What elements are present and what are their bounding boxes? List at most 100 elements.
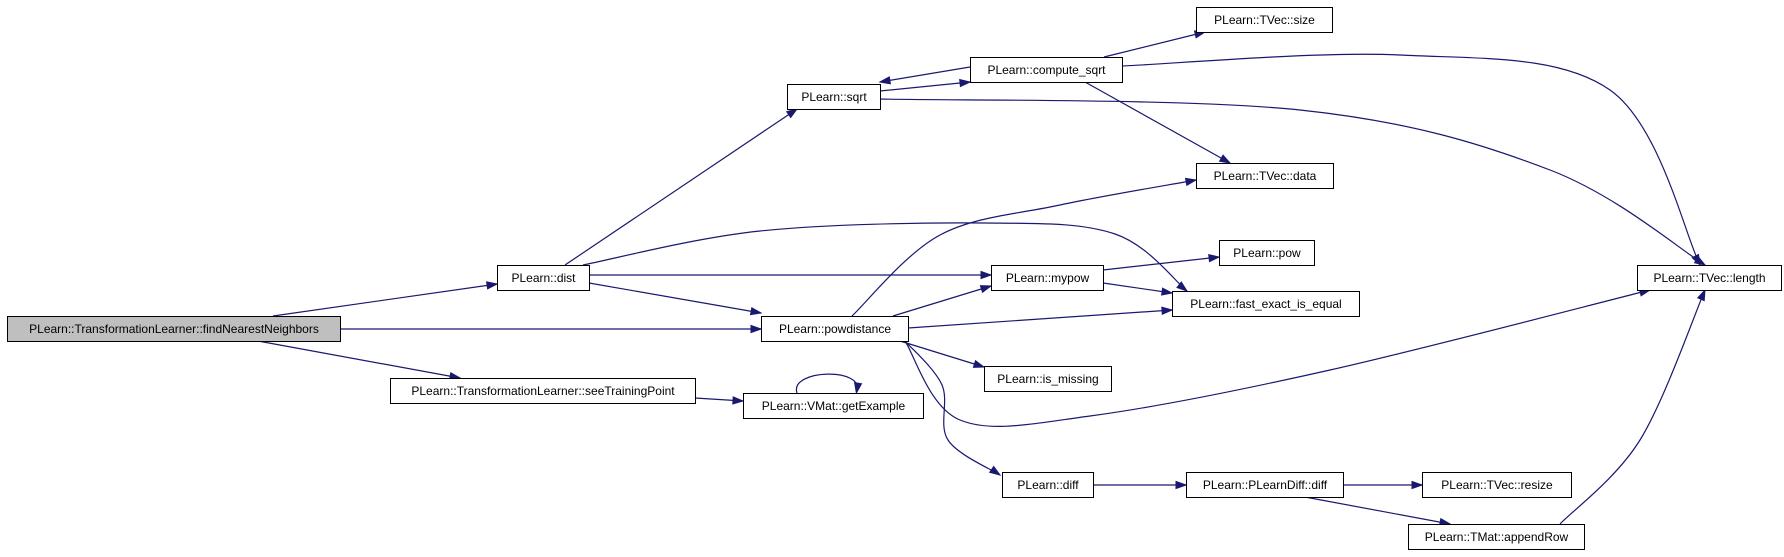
node-label: PLearn::TransformationLearner::seeTraini… bbox=[411, 384, 675, 398]
node-pldiff[interactable]: PLearn::PLearnDiff::diff bbox=[1186, 472, 1344, 498]
arrow-head bbox=[878, 76, 892, 85]
node-label: PLearn::dist bbox=[511, 271, 576, 285]
edge-line bbox=[1121, 53, 1701, 266]
edge-line bbox=[582, 222, 1188, 292]
node-box[interactable] bbox=[743, 393, 924, 419]
node-label: PLearn::VMat::getExample bbox=[762, 399, 906, 413]
node-fastexact[interactable]: PLearn::fast_exact_is_equal bbox=[1172, 291, 1360, 317]
nodes-layer: PLearn::TransformationLearner::findNeare… bbox=[7, 7, 1782, 550]
node-box[interactable] bbox=[970, 57, 1123, 83]
arrow-head bbox=[1184, 177, 1198, 187]
node-box[interactable] bbox=[991, 265, 1104, 291]
edge-pldiff-to-resize bbox=[1343, 480, 1424, 490]
node-box[interactable] bbox=[7, 316, 341, 342]
node-getex[interactable]: PLearn::VMat::getExample bbox=[743, 393, 924, 419]
edge-line bbox=[879, 81, 971, 92]
node-sqrt[interactable]: PLearn::sqrt bbox=[787, 84, 881, 110]
node-box[interactable] bbox=[984, 366, 1112, 392]
arrow-head bbox=[988, 465, 1002, 476]
edge-line bbox=[851, 179, 1197, 317]
arrow-head bbox=[749, 307, 763, 316]
edge-powdist-to-mypow bbox=[892, 285, 993, 317]
node-box[interactable] bbox=[761, 316, 909, 342]
node-dist[interactable]: PLearn::dist bbox=[497, 265, 590, 291]
node-label: PLearn::TransformationLearner::findNeare… bbox=[29, 322, 319, 336]
node-box[interactable] bbox=[1002, 472, 1094, 498]
node-length[interactable]: PLearn::TVec::length bbox=[1637, 265, 1782, 291]
edge-line bbox=[272, 283, 498, 317]
edges-layer bbox=[257, 30, 1707, 527]
edge-line bbox=[1102, 282, 1173, 294]
node-label: PLearn::PLearnDiff::diff bbox=[1203, 478, 1328, 492]
node-appendrow[interactable]: PLearn::TMat::appendRow bbox=[1408, 524, 1585, 550]
arrow-head bbox=[750, 324, 763, 334]
node-box[interactable] bbox=[1196, 163, 1334, 189]
edge-compsqrt-to-data bbox=[1084, 81, 1232, 164]
node-powdist[interactable]: PLearn::powdistance bbox=[761, 316, 909, 342]
node-diff[interactable]: PLearn::diff bbox=[1002, 472, 1094, 498]
node-ismissing[interactable]: PLearn::is_missing bbox=[984, 366, 1112, 392]
edge-diff-to-pldiff bbox=[1093, 480, 1188, 490]
node-pow[interactable]: PLearn::pow bbox=[1219, 240, 1315, 266]
edge-line bbox=[892, 285, 992, 317]
node-box[interactable] bbox=[390, 378, 696, 404]
node-box[interactable] bbox=[1408, 524, 1585, 550]
edge-line bbox=[899, 340, 985, 368]
arrow-head bbox=[1176, 281, 1189, 292]
edge-line bbox=[588, 282, 762, 314]
edge-pldiff-to-appendrow bbox=[1304, 496, 1452, 527]
edge-powdist-to-ismissing bbox=[899, 340, 986, 368]
node-label: PLearn::TVec::resize bbox=[1441, 478, 1553, 492]
node-box[interactable] bbox=[497, 265, 590, 291]
edge-line bbox=[879, 66, 971, 83]
arrow-head bbox=[785, 108, 799, 119]
arrow-head bbox=[732, 396, 745, 405]
arrow-head bbox=[1691, 253, 1701, 267]
node-data[interactable]: PLearn::TVec::data bbox=[1196, 163, 1334, 189]
edge-line bbox=[796, 373, 858, 394]
edge-line bbox=[1304, 496, 1451, 525]
edge-dist-to-fastexact bbox=[582, 222, 1189, 292]
edge-mypow-to-fastexact bbox=[1102, 282, 1174, 296]
node-box[interactable] bbox=[1196, 7, 1333, 33]
node-label: PLearn::TMat::appendRow bbox=[1425, 530, 1569, 544]
edge-compsqrt-to-size bbox=[1103, 30, 1207, 58]
edge-line bbox=[1103, 31, 1206, 58]
arrow-head bbox=[1161, 287, 1174, 296]
arrow-head bbox=[980, 270, 993, 280]
edge-powdist-to-diff bbox=[904, 340, 1002, 476]
edge-sqrt-to-compsqrt bbox=[879, 78, 972, 92]
node-label: PLearn::TVec::length bbox=[1653, 271, 1765, 285]
edge-seetrain-to-getex bbox=[694, 396, 745, 405]
edge-compsqrt-to-length bbox=[1121, 53, 1701, 267]
node-resize[interactable]: PLearn::TVec::resize bbox=[1422, 472, 1572, 498]
node-box[interactable] bbox=[1637, 265, 1782, 291]
arrow-head bbox=[972, 359, 986, 368]
arrow-head bbox=[1175, 480, 1188, 490]
node-box[interactable] bbox=[1186, 472, 1344, 498]
node-label: PLearn::fast_exact_is_equal bbox=[1190, 297, 1341, 311]
node-mypow[interactable]: PLearn::mypow bbox=[991, 265, 1104, 291]
arrow-head bbox=[1208, 253, 1221, 263]
edge-dist-to-mypow bbox=[589, 270, 993, 280]
node-box[interactable] bbox=[1172, 291, 1360, 317]
node-box[interactable] bbox=[787, 84, 881, 110]
node-box[interactable] bbox=[1219, 240, 1315, 266]
edge-line bbox=[1559, 289, 1706, 525]
node-find[interactable]: PLearn::TransformationLearner::findNeare… bbox=[7, 316, 341, 342]
edge-line bbox=[879, 98, 1706, 266]
arrow-head bbox=[1218, 154, 1232, 164]
node-box[interactable] bbox=[1422, 472, 1572, 498]
edge-mypow-to-pow bbox=[1102, 253, 1221, 271]
arrow-head bbox=[853, 381, 863, 395]
edge-line bbox=[904, 340, 1001, 476]
edge-getex-to-getex bbox=[796, 373, 863, 395]
edge-line bbox=[564, 108, 798, 266]
node-label: PLearn::pow bbox=[1233, 246, 1301, 260]
node-compsqrt[interactable]: PLearn::compute_sqrt bbox=[970, 57, 1123, 83]
arrow-head bbox=[486, 281, 499, 290]
node-seetrain[interactable]: PLearn::TransformationLearner::seeTraini… bbox=[390, 378, 696, 404]
edge-line bbox=[907, 309, 1173, 329]
node-size[interactable]: PLearn::TVec::size bbox=[1196, 7, 1333, 33]
